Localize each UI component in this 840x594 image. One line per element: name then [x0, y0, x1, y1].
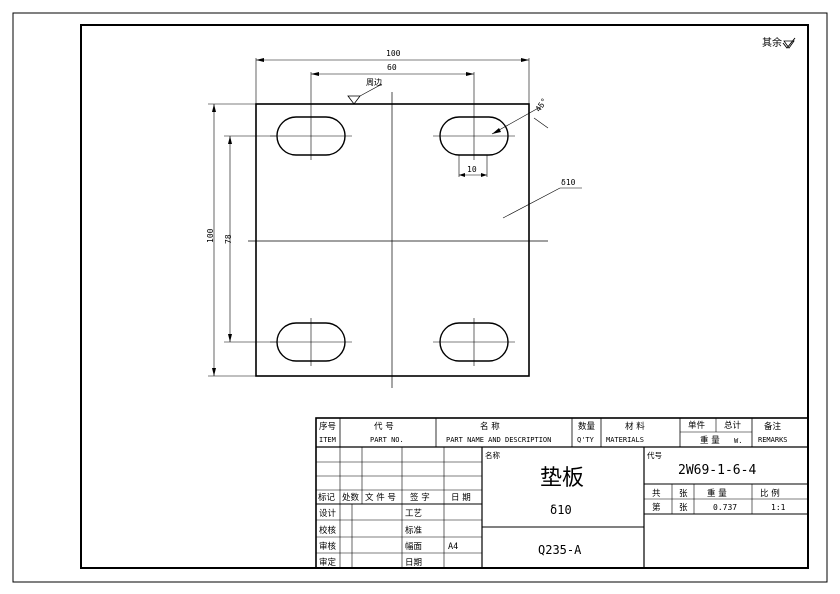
svg-text:Q'TY: Q'TY	[577, 436, 595, 444]
svg-text:标记: 标记	[318, 492, 336, 503]
svg-text:第: 第	[652, 502, 661, 513]
svg-text:MATERIALS: MATERIALS	[606, 436, 644, 444]
code-label: 代号	[647, 450, 662, 460]
svg-text:序号: 序号	[319, 421, 336, 432]
title-block-header: 序号 ITEM 代 号 PART NO. 名 称 PART NAME AND D…	[319, 420, 788, 446]
name-label: 名称	[485, 450, 500, 460]
dim-slot-width-label: 10	[467, 165, 477, 174]
svg-text:审定: 审定	[319, 557, 337, 568]
dim-overall-width	[255, 58, 530, 104]
slot-bottom-left	[270, 318, 352, 366]
svg-text:张: 张	[679, 489, 688, 499]
roughness-triangle-icon	[783, 40, 795, 49]
svg-text:重 量: 重 量	[707, 488, 727, 499]
weight-value: 0.737	[713, 503, 737, 512]
svg-text:幅面: 幅面	[405, 541, 423, 552]
thickness-callout-label: δ10	[561, 178, 576, 187]
dim-hole-spacing-y-label: 78	[224, 234, 233, 244]
svg-text:重 量: 重 量	[700, 435, 720, 446]
scale-value: 1:1	[771, 503, 786, 512]
inner-frame	[80, 24, 809, 569]
dim-slot-width	[458, 155, 488, 177]
slot-top-left	[270, 112, 352, 160]
svg-text:文 件 号: 文 件 号	[365, 492, 396, 503]
approval-rows: 设计 校核 审核 审定 工艺 标准 幅面 日期 A4	[319, 508, 458, 568]
part-material: Q235-A	[538, 543, 582, 557]
local-roughness-label: 周边	[366, 77, 382, 87]
surface-roughness-note: 其余	[762, 36, 782, 49]
local-roughness-mark	[347, 83, 383, 105]
svg-text:审核: 审核	[319, 541, 337, 552]
svg-text:ITEM: ITEM	[319, 436, 336, 444]
hole-angle-label: 45°	[534, 97, 550, 114]
svg-text:PART NAME AND DESCRIPTION: PART NAME AND DESCRIPTION	[446, 436, 551, 444]
svg-text:REMARKS: REMARKS	[758, 436, 788, 444]
title-block	[315, 417, 809, 569]
svg-text:总计: 总计	[724, 420, 742, 431]
part-name: 垫板	[540, 466, 584, 491]
svg-text:签 字: 签 字	[410, 492, 430, 503]
revision-row: 标记 处数 文 件 号 签 字 日 期	[318, 492, 471, 503]
dim-overall-height	[208, 103, 256, 377]
drawing-number: 2W69-1-6-4	[678, 463, 756, 478]
dim-hole-spacing-y	[224, 135, 277, 343]
dim-hole-spacing-x	[310, 72, 475, 112]
sheet-size-value: A4	[448, 542, 458, 552]
hole-angle-leader	[491, 105, 549, 135]
svg-text:数量: 数量	[578, 421, 596, 432]
svg-text:比 例: 比 例	[760, 488, 780, 499]
slot-bottom-right	[433, 318, 515, 366]
sheet-info: 共 张 重 量 比 例 第 张 0.737 1:1	[652, 488, 786, 513]
svg-text:工艺: 工艺	[405, 509, 422, 519]
svg-text:代 号: 代 号	[374, 421, 394, 432]
dim-overall-width-label: 100	[386, 49, 401, 58]
svg-text:备注: 备注	[764, 421, 782, 432]
svg-text:共: 共	[652, 489, 661, 499]
plate-outline	[255, 103, 530, 377]
thickness-leader	[502, 187, 561, 219]
svg-text:单件: 单件	[688, 420, 706, 431]
svg-text:标准: 标准	[405, 525, 423, 536]
svg-text:张: 张	[679, 503, 688, 513]
slot-top-right	[433, 112, 515, 160]
dim-overall-height-label: 100	[206, 228, 215, 243]
roughness-check-icon	[782, 37, 796, 49]
svg-text:校核: 校核	[319, 525, 337, 536]
svg-text:名 称: 名 称	[480, 421, 500, 432]
svg-text:处数: 处数	[342, 492, 360, 503]
svg-text:W.: W.	[734, 437, 742, 445]
svg-text:设计: 设计	[319, 508, 337, 519]
svg-text:PART NO.: PART NO.	[370, 436, 404, 444]
svg-text:日 期: 日 期	[451, 493, 471, 503]
svg-text:材 料: 材 料	[625, 421, 645, 432]
svg-text:日期: 日期	[405, 558, 422, 568]
dim-hole-spacing-x-label: 60	[387, 63, 397, 72]
outer-frame	[12, 12, 828, 583]
part-thickness: δ10	[550, 503, 572, 517]
